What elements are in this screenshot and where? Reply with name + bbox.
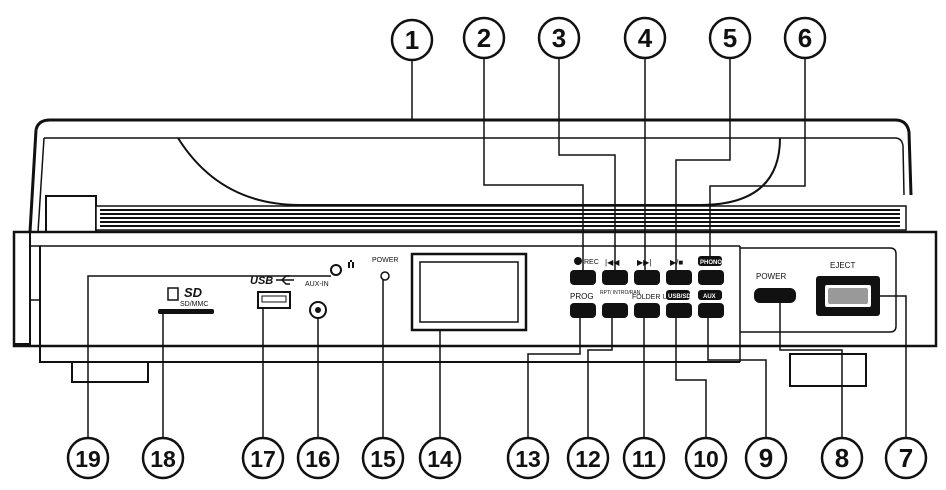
headphone-jack[interactable] bbox=[330, 264, 342, 276]
usb-sd-label: USB/SD bbox=[668, 294, 691, 300]
next-icon: ▶▶| bbox=[637, 258, 651, 267]
callout-16: 16 bbox=[305, 446, 331, 472]
prev-icon: |◀◀ bbox=[605, 258, 620, 267]
callout-14: 14 bbox=[427, 446, 453, 472]
aux-button[interactable] bbox=[698, 303, 724, 318]
folder-up-button[interactable] bbox=[634, 303, 660, 318]
callout-17: 17 bbox=[250, 446, 276, 472]
sd-mmc-label: SD/MMC bbox=[180, 301, 208, 308]
callout-8: 8 bbox=[835, 443, 849, 473]
phono-label-box bbox=[698, 256, 722, 266]
play-stop-button[interactable] bbox=[666, 270, 692, 285]
usb-logo-text: USB bbox=[250, 275, 273, 287]
phono-button[interactable] bbox=[698, 270, 724, 285]
callout-4: 4 bbox=[638, 23, 653, 53]
callout-7: 7 bbox=[899, 443, 913, 473]
callout-15: 15 bbox=[370, 446, 396, 472]
callout-1: 1 bbox=[405, 25, 419, 55]
rpt-intro-ran-label: RPT/ INTRO/RAN bbox=[600, 290, 641, 296]
prog-label: PROG bbox=[570, 292, 594, 301]
next-button[interactable] bbox=[634, 270, 660, 285]
callout-markers bbox=[66, 16, 928, 480]
leader-lines bbox=[87, 58, 907, 444]
power-led-label: POWER bbox=[372, 257, 398, 264]
callout-13: 13 bbox=[515, 446, 541, 472]
lcd-display bbox=[410, 252, 528, 332]
callout-2: 2 bbox=[477, 23, 491, 53]
callout-3: 3 bbox=[552, 23, 566, 53]
callout-9: 9 bbox=[759, 443, 773, 473]
sd-card-icon bbox=[167, 287, 179, 301]
power-led bbox=[380, 271, 390, 281]
feet bbox=[71, 353, 867, 387]
sd-card-slot[interactable] bbox=[158, 309, 214, 314]
phono-label: PHONO bbox=[700, 260, 722, 266]
aux-label: AUX bbox=[703, 294, 716, 300]
callout-6: 6 bbox=[798, 23, 812, 53]
aux-label-box bbox=[698, 290, 722, 300]
usb-port[interactable] bbox=[257, 291, 291, 309]
prog-button[interactable] bbox=[570, 303, 596, 318]
rec-button[interactable] bbox=[570, 270, 596, 285]
folder-up-label: FOLDER UP bbox=[632, 294, 672, 301]
sd-logo-text: SD bbox=[184, 285, 203, 300]
rec-label: REC bbox=[584, 259, 599, 266]
headphone-icon bbox=[348, 260, 354, 268]
ventilation-grille bbox=[45, 195, 907, 233]
power-button-label: POWER bbox=[756, 272, 786, 281]
rpt-intro-ran-button[interactable] bbox=[602, 303, 628, 318]
callout-18: 18 bbox=[150, 446, 176, 472]
callout-12: 12 bbox=[575, 446, 601, 472]
callout-10: 10 bbox=[693, 446, 719, 472]
eject-label: EJECT bbox=[830, 261, 855, 270]
power-button[interactable] bbox=[754, 288, 796, 303]
aux-in-label: AUX-IN bbox=[305, 281, 329, 288]
callout-19: 19 bbox=[75, 446, 101, 472]
turntable-lid bbox=[28, 118, 913, 233]
usb-sd-label-box bbox=[666, 290, 690, 300]
callout-5: 5 bbox=[723, 23, 737, 53]
usb-sd-button[interactable] bbox=[666, 303, 692, 318]
rec-dot-icon bbox=[574, 257, 582, 265]
eject-button[interactable] bbox=[816, 276, 880, 316]
prev-button[interactable] bbox=[602, 270, 628, 285]
callout-11: 11 bbox=[632, 446, 657, 472]
